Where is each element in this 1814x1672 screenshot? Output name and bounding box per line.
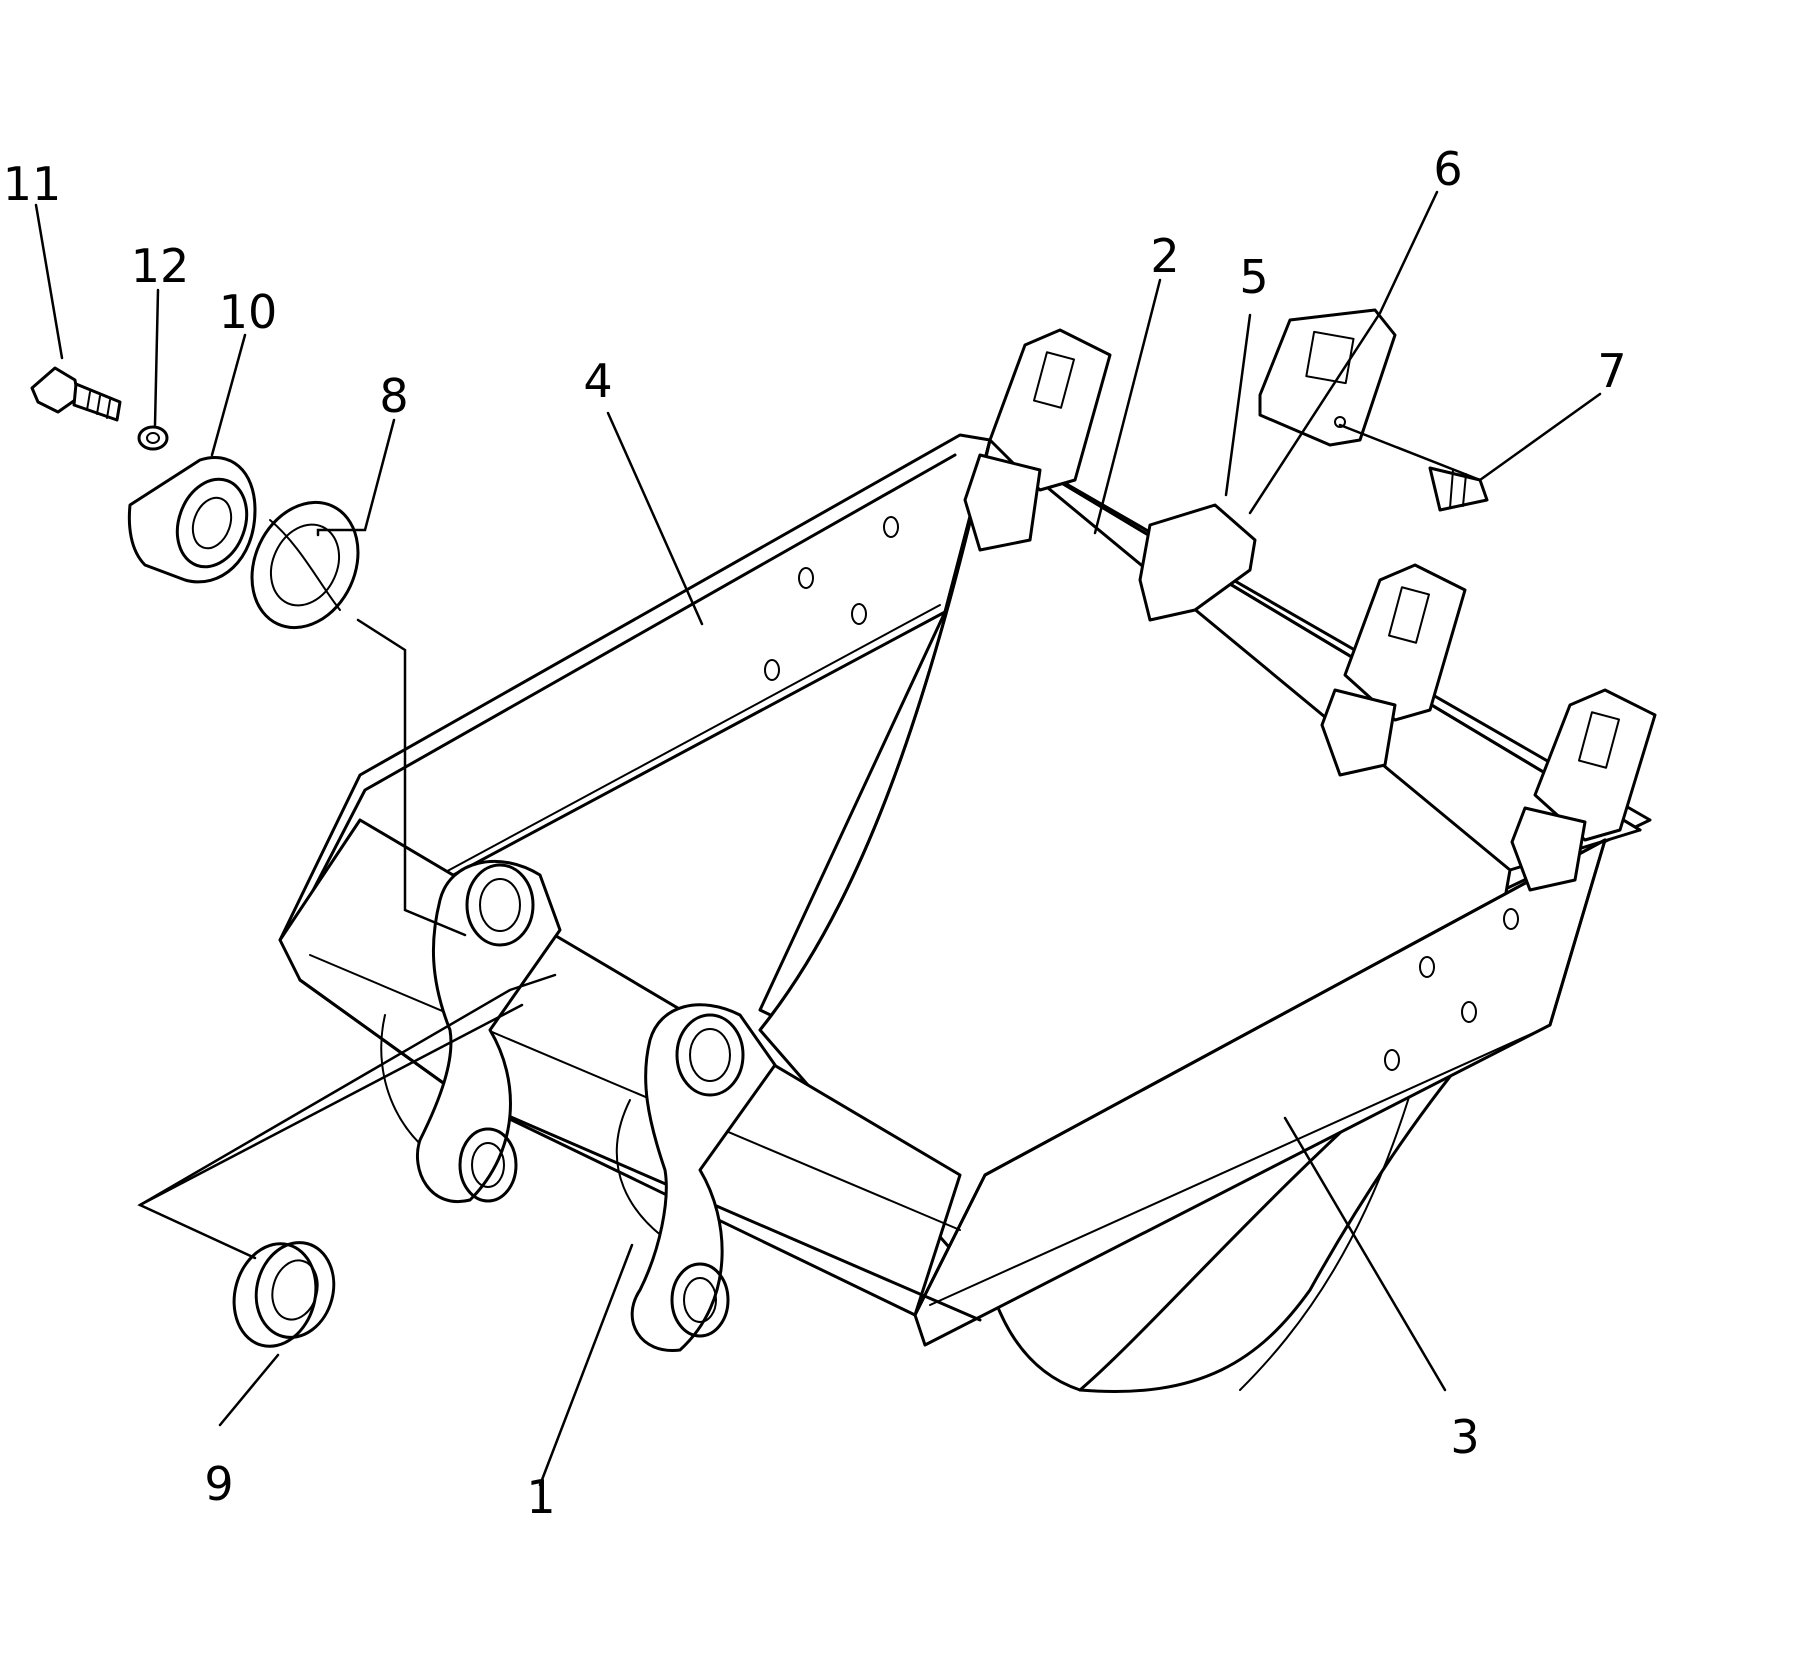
leader-12 bbox=[153, 288, 160, 427]
washer-part-12 bbox=[137, 425, 169, 451]
callout-7: 7 bbox=[1597, 344, 1626, 398]
tooth-4 bbox=[1510, 688, 1657, 892]
retainer-ring-part-10 bbox=[127, 455, 257, 584]
hinge-boss-right bbox=[630, 1003, 777, 1352]
leader-7 bbox=[1338, 392, 1602, 482]
bushing-part-9 bbox=[232, 1241, 336, 1348]
leader-8 bbox=[316, 418, 396, 537]
callout-5: 5 bbox=[1239, 250, 1268, 304]
tooth-2 bbox=[1138, 503, 1257, 622]
leader-8b bbox=[356, 618, 467, 937]
callout-10: 10 bbox=[219, 285, 278, 339]
leader-3 bbox=[1283, 1116, 1447, 1392]
exploded-tooth-point bbox=[1258, 308, 1397, 447]
tooth-1 bbox=[963, 328, 1112, 552]
leader-5 bbox=[1224, 313, 1252, 497]
hinge-boss-left bbox=[415, 859, 562, 1204]
leader-6 bbox=[1248, 190, 1439, 515]
leader-10 bbox=[210, 333, 247, 457]
callout-2: 2 bbox=[1150, 229, 1179, 283]
right-side-plate bbox=[913, 838, 1607, 1347]
callout-12: 12 bbox=[131, 239, 190, 293]
callout-4: 4 bbox=[583, 354, 612, 408]
shim-part-8 bbox=[250, 500, 360, 630]
bolt-part-11 bbox=[30, 366, 122, 422]
leader-9c bbox=[138, 1003, 524, 1207]
leader-11 bbox=[34, 203, 64, 360]
leader-1 bbox=[538, 1243, 634, 1487]
tooth-3 bbox=[1320, 563, 1467, 777]
callout-6: 6 bbox=[1433, 142, 1462, 196]
callout-11: 11 bbox=[3, 157, 62, 211]
leader-2 bbox=[1093, 278, 1162, 535]
callout-8: 8 bbox=[379, 369, 408, 423]
callout-9: 9 bbox=[204, 1457, 233, 1511]
exploded-tooth-pin bbox=[1428, 466, 1489, 512]
callout-3: 3 bbox=[1450, 1410, 1479, 1464]
bucket-teeth bbox=[963, 328, 1657, 892]
leader-9 bbox=[218, 1353, 280, 1427]
callout-labels: 1 2 3 4 5 6 7 8 9 10 11 12 bbox=[3, 142, 1627, 1524]
leader-9b bbox=[137, 973, 557, 1260]
callout-1: 1 bbox=[526, 1470, 555, 1524]
leader-lines bbox=[34, 190, 1602, 1487]
leader-4 bbox=[606, 411, 704, 626]
